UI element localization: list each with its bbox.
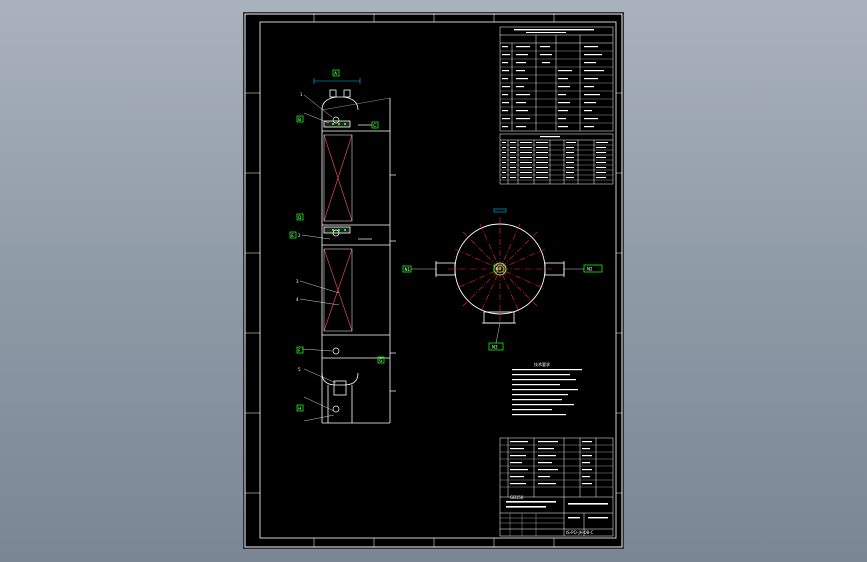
leaders bbox=[299, 94, 340, 422]
standard-label: GB150 bbox=[510, 495, 524, 500]
outer-frame bbox=[244, 13, 623, 548]
table-text-marks bbox=[502, 29, 604, 128]
plan-label-n1: N1 bbox=[405, 267, 411, 272]
plan-leaders bbox=[411, 268, 584, 344]
drawing-sheet: 1 2 3 4 5 A B C D E F G H bbox=[244, 13, 623, 548]
nozzle-label-boxes bbox=[289, 69, 385, 412]
plan-label-n3: N3 bbox=[492, 345, 498, 350]
drawing-number: IS-PO-JH-08-C bbox=[566, 530, 594, 535]
packing-marks bbox=[332, 123, 346, 231]
nozzle-label-g: G bbox=[379, 358, 382, 363]
column-elevation bbox=[321, 89, 391, 424]
title-block bbox=[499, 437, 614, 537]
nozzle-label-d: D bbox=[298, 215, 301, 220]
left-tags: 1 2 3 4 5 bbox=[296, 92, 303, 372]
nozzle-label-h: H bbox=[298, 406, 301, 411]
top-dimension bbox=[313, 78, 361, 84]
nozzle-label-b: B bbox=[298, 117, 301, 122]
tag-1: 1 bbox=[300, 92, 303, 97]
notes-title: 技术要求 bbox=[534, 361, 550, 367]
design-data-table bbox=[499, 26, 614, 132]
tag-4: 4 bbox=[296, 297, 299, 302]
nozzle-label-c: C bbox=[373, 123, 376, 128]
plan-label-n4: N4 bbox=[496, 267, 502, 272]
plan-label-n2: N2 bbox=[587, 267, 593, 272]
plan-label-text: N1 N2 N3 N4 bbox=[405, 267, 593, 350]
nozzle-label-e: E bbox=[291, 233, 294, 238]
nozzle-labels: A B C D E F G H bbox=[291, 71, 382, 411]
tag-5: 5 bbox=[298, 367, 301, 372]
cad-drawing: 1 2 3 4 5 A B C D E F G H bbox=[244, 13, 623, 548]
title-text-marks bbox=[506, 441, 608, 519]
tag-2: 2 bbox=[298, 233, 301, 238]
nozzle-label-f: F bbox=[298, 348, 301, 353]
tag-3: 3 bbox=[296, 279, 299, 284]
nozzle-schedule-table bbox=[499, 133, 614, 185]
plan-labels bbox=[402, 264, 603, 351]
technical-notes: 技术要求 bbox=[512, 361, 582, 416]
zone-ticks bbox=[245, 14, 622, 547]
inner-frame bbox=[259, 21, 617, 539]
schedule-text-marks bbox=[502, 136, 608, 178]
elevation-nozzles bbox=[332, 116, 396, 413]
nozzle-label-a: A bbox=[334, 71, 337, 76]
